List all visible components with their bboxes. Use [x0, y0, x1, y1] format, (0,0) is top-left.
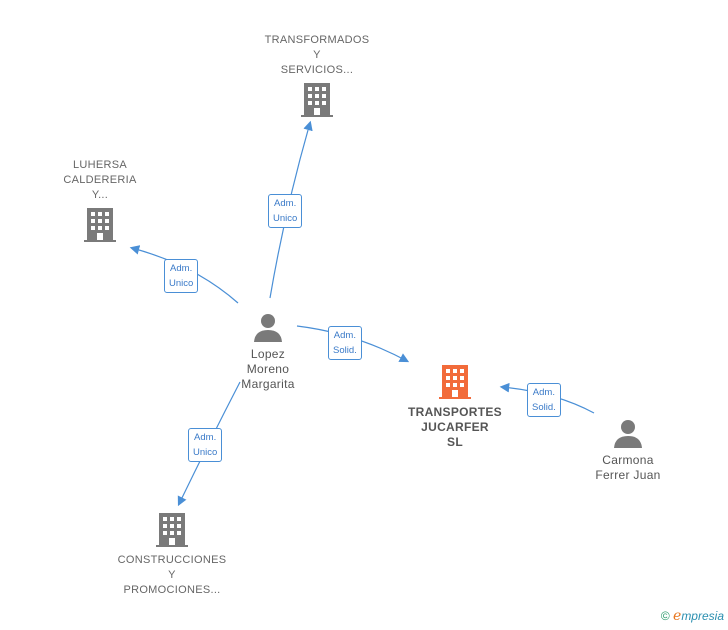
company-label-main: TRANSPORTES JUCARFER SL: [408, 405, 502, 449]
brand-logo-e: e: [673, 608, 682, 624]
person-icon: [254, 314, 282, 342]
person-node-lopez[interactable]: Lopez Moreno Margarita: [228, 312, 308, 392]
brand-logo-text: mpresia: [681, 609, 724, 623]
company-label: CONSTRUCCIONES Y PROMOCIONES...: [117, 554, 227, 596]
company-node-construcciones[interactable]: CONSTRUCCIONES Y PROMOCIONES...: [107, 512, 237, 598]
company-label: LUHERSA CALDERERIA Y...: [63, 159, 137, 201]
company-node-luhersa[interactable]: LUHERSA CALDERERIA Y...: [40, 158, 160, 248]
edge-label-transformados[interactable]: Adm. Unico: [268, 194, 303, 228]
building-icon: [156, 513, 188, 547]
copyright-symbol: ©: [660, 609, 670, 623]
company-label: TRANSFORMADOS Y SERVICIOS...: [264, 34, 370, 76]
person-node-carmona[interactable]: Carmona Ferrer Juan: [583, 418, 673, 483]
company-node-transportes[interactable]: TRANSPORTES JUCARFER SL: [395, 364, 515, 450]
building-icon: [84, 208, 116, 242]
edge-label-transportes[interactable]: Adm. Solid.: [328, 326, 362, 360]
person-icon: [614, 420, 642, 448]
building-icon: [301, 83, 333, 117]
person-label: Lopez Moreno Margarita: [241, 347, 295, 391]
building-icon-main: [439, 365, 471, 399]
edge-label-construcciones[interactable]: Adm. Unico: [188, 428, 223, 462]
company-node-transformados[interactable]: TRANSFORMADOS Y SERVICIOS...: [237, 33, 397, 123]
person-label: Carmona Ferrer Juan: [595, 453, 661, 482]
edge-label-carmona-transportes[interactable]: Adm. Solid.: [527, 383, 561, 417]
brand-footer: © empresia: [661, 608, 724, 624]
edge-label-luhersa[interactable]: Adm. Unico: [164, 259, 199, 293]
